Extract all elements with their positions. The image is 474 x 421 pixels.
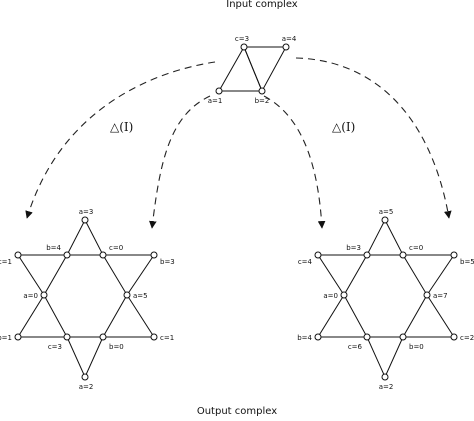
vertex-label: a=3 (79, 208, 94, 216)
vertex-label: c=4 (298, 258, 313, 266)
vertex (81, 373, 89, 381)
vertex-label: a=0 (23, 292, 38, 300)
vertex (240, 43, 248, 51)
map-label-left: △(I) (110, 120, 133, 134)
vertex-label: a=2 (379, 383, 394, 391)
vertex-label: b=0 (109, 343, 124, 351)
vertex-label: a=7 (433, 292, 448, 300)
vertex-label: a=4 (282, 35, 297, 43)
vertex (381, 216, 389, 224)
vertex (99, 333, 107, 341)
triangle-bottom-left (17, 294, 68, 338)
vertex-label: b=3 (160, 258, 175, 266)
triangle-top-left (317, 254, 368, 296)
triangle-top-left (17, 254, 68, 296)
vertex (63, 333, 71, 341)
vertex (423, 291, 431, 299)
vertex-label: b=2 (255, 97, 270, 105)
input-simplex-light (243, 46, 287, 93)
vertex-label: a=5 (379, 208, 394, 216)
vertex (450, 333, 458, 341)
output-star-left: a=3 b=4 c=0 c=1 b=3 a=0 a=5 b=1 c=1 c=3 … (0, 208, 175, 391)
triangle-top-right (102, 254, 155, 296)
vertex (363, 251, 371, 259)
arrow-to-right-outer (295, 57, 452, 219)
vertex-label: b=0 (409, 343, 424, 351)
output-star-right: a=5 b=3 c=0 c=4 b=5 a=0 a=7 b=4 c=2 c=6 … (297, 208, 474, 391)
vertex-label: c=1 (160, 334, 174, 342)
vertex (99, 251, 107, 259)
triangle-bottom-left (317, 294, 368, 338)
vertex (363, 333, 371, 341)
vertex-label: c=6 (348, 343, 363, 351)
input-complex-title: Input complex (226, 0, 298, 10)
vertex (314, 251, 322, 259)
vertex (381, 373, 389, 381)
vertex-label: a=2 (79, 383, 94, 391)
vertex-label: b=1 (0, 334, 12, 342)
triangle-bottom (66, 336, 104, 379)
vertex-label: c=3 (48, 343, 62, 351)
vertex-label: a=0 (323, 292, 338, 300)
vertex-label: c=2 (460, 334, 474, 342)
vertex-label: b=4 (297, 334, 312, 342)
vertex-label: a=5 (133, 292, 148, 300)
input-complex: c=3 a=4 a=1 b=2 (208, 35, 297, 105)
arrow-to-left-outer (25, 61, 216, 219)
vertex (14, 333, 22, 341)
vertex-label: a=1 (208, 97, 223, 105)
vertex (14, 251, 22, 259)
triangle-bottom (366, 336, 404, 379)
vertex (40, 291, 48, 299)
triangle-top (66, 218, 104, 256)
triangle-bottom-right (102, 294, 155, 338)
vertex-label: c=3 (235, 35, 249, 43)
vertex (314, 333, 322, 341)
vertex (150, 333, 158, 341)
vertex (450, 251, 458, 259)
vertex-label: c=0 (409, 244, 423, 252)
map-label-right: △(I) (332, 120, 355, 134)
vertex (399, 333, 407, 341)
vertex (258, 87, 266, 95)
vertex (282, 43, 290, 51)
vertex (150, 251, 158, 259)
triangle-bottom-right (402, 294, 455, 338)
vertex (63, 251, 71, 259)
vertex (215, 87, 223, 95)
vertex (399, 251, 407, 259)
vertex (340, 291, 348, 299)
input-simplex-dark (218, 45, 263, 92)
vertex-label: c=1 (0, 258, 12, 266)
triangle-top-right (402, 254, 455, 296)
arrow-to-left-inner (148, 95, 211, 229)
vertex (81, 216, 89, 224)
output-complex-title: Output complex (197, 406, 277, 417)
arrow-to-right-inner (263, 95, 326, 229)
vertex (123, 291, 131, 299)
vertex-label: b=4 (46, 244, 61, 252)
vertex-label: c=0 (109, 244, 123, 252)
triangle-top (366, 218, 404, 256)
vertex-label: b=3 (346, 244, 361, 252)
vertex-label: b=5 (460, 258, 474, 266)
